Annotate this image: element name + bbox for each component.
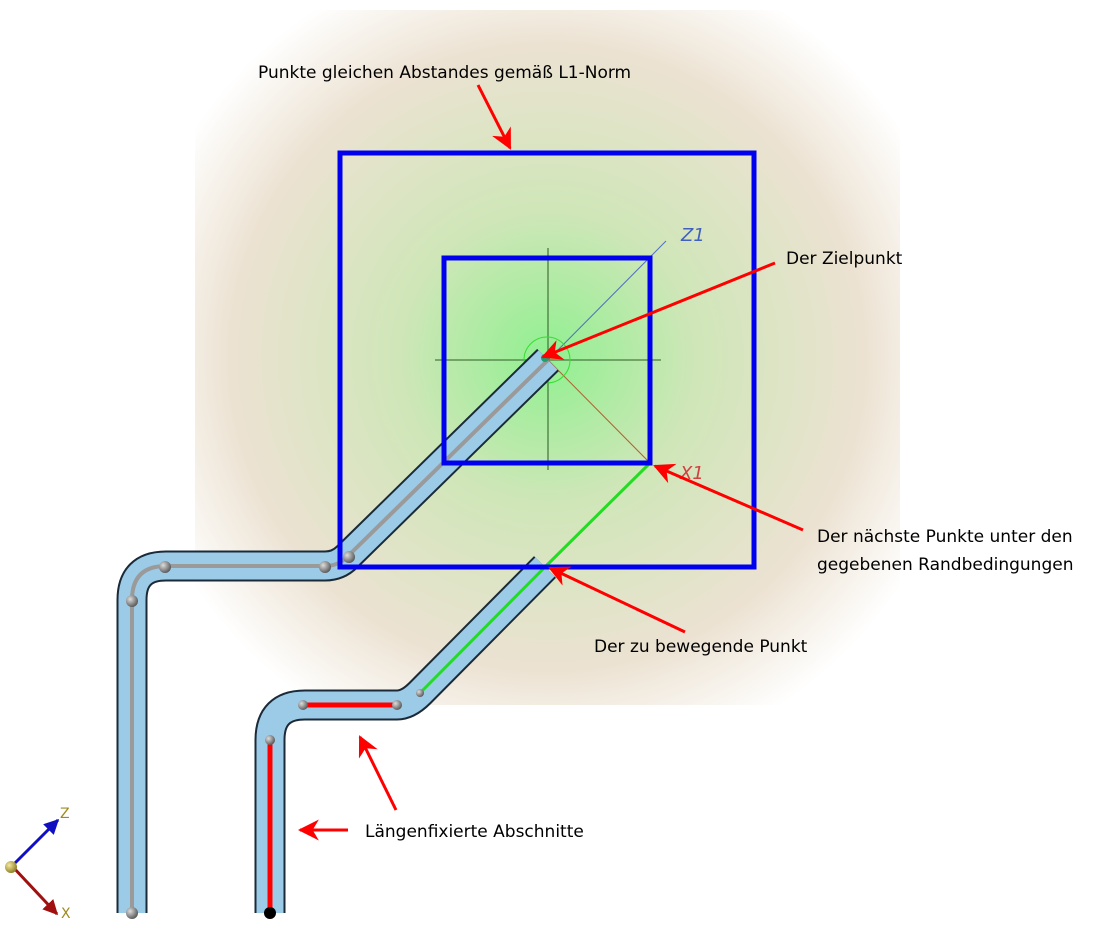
triad-x-label: X [61, 906, 71, 922]
triad-z-arrow [10, 818, 60, 868]
pipe-original [116, 348, 559, 913]
nearest-point-label-1: Der nächste Punkte unter den [817, 527, 1073, 547]
z1-label: Z1 [680, 225, 705, 246]
movement-path-segment [418, 565, 547, 695]
fixed-sections-label: Längenfixierte Abschnitte [365, 822, 584, 842]
l1-norm-label: Punkte gleichen Abstandes gemäß L1-Norm [258, 63, 631, 83]
triad-origin [5, 861, 17, 873]
inner-l1-square [441, 255, 653, 466]
callout-arrows [297, 84, 804, 841]
target-point-label: Der Zielpunkt [786, 249, 903, 269]
triad-x-arrow [10, 864, 59, 916]
moving-point-label: Der zu bewegende Punkt [594, 637, 808, 657]
outer-l1-square [337, 150, 757, 570]
movement-path [543, 461, 652, 569]
z1-axis-line [547, 240, 667, 361]
axis-triad [5, 818, 60, 916]
nearest-point-label-2: gegebenen Randbedingungen [817, 555, 1074, 575]
triad-z-label: Z [60, 806, 70, 822]
x1-axis-line [547, 359, 651, 464]
